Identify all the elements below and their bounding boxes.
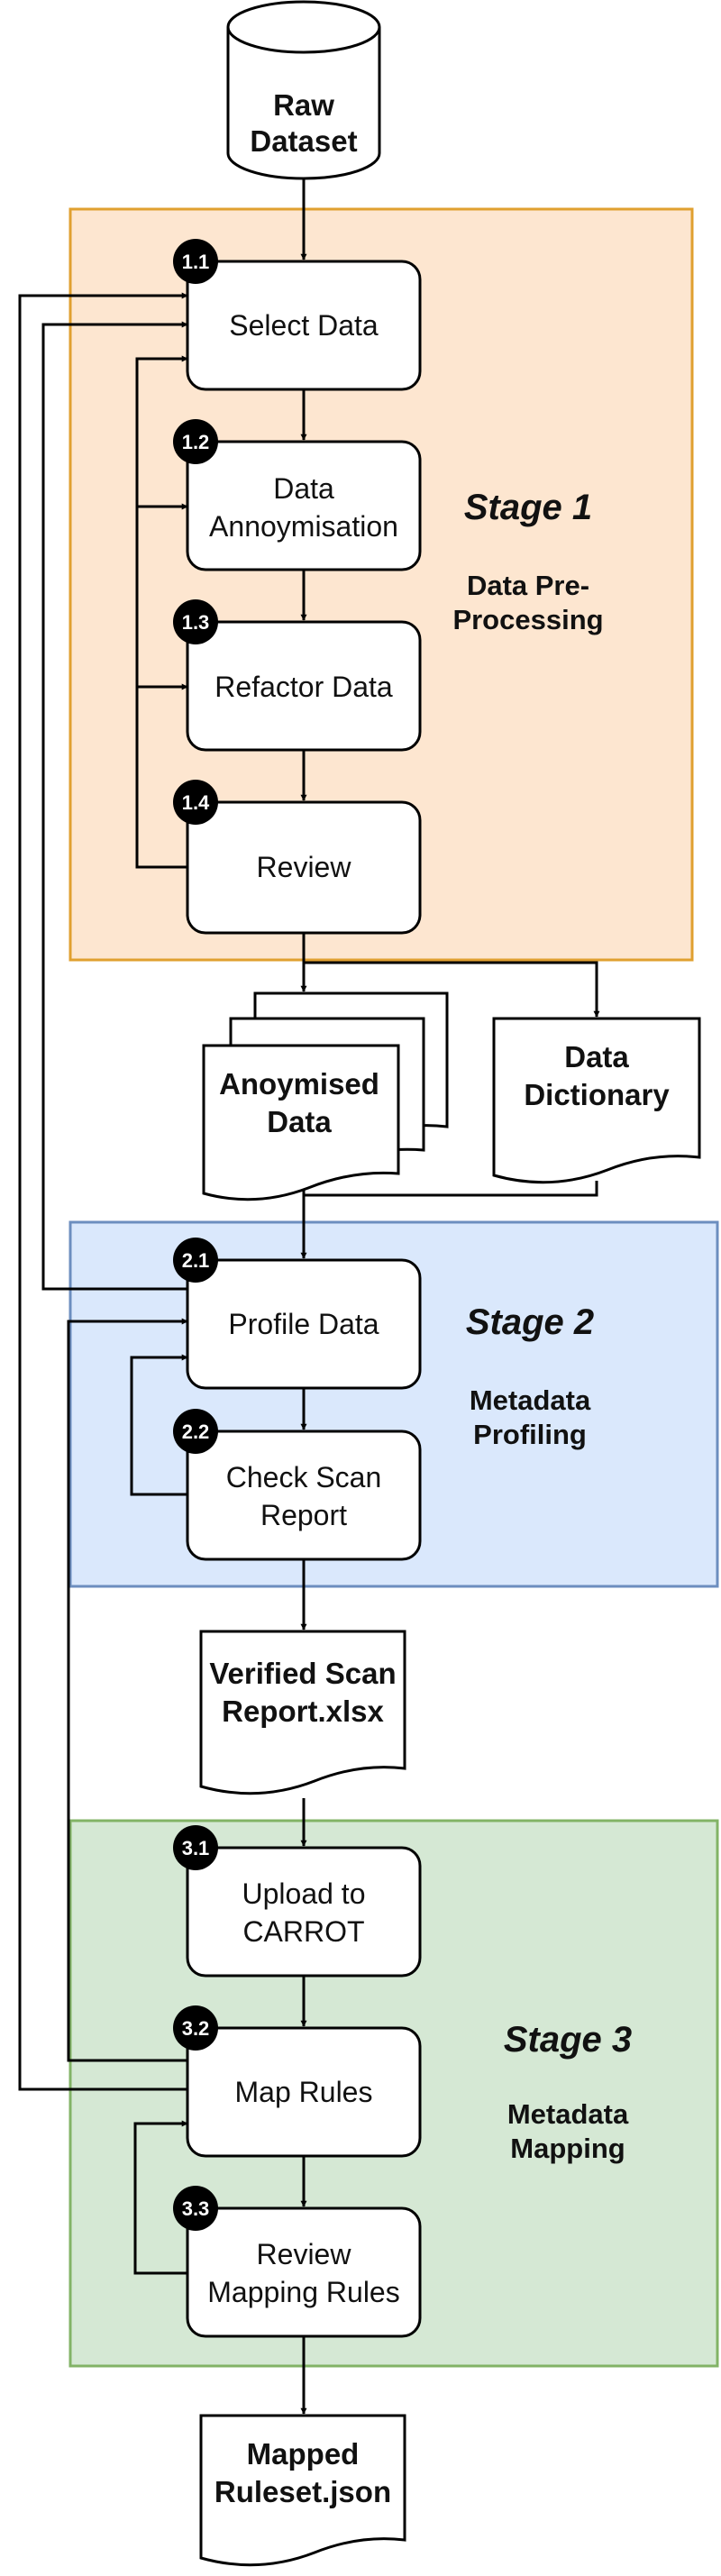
step-badge-label: 3.1 xyxy=(182,1837,210,1859)
stage-1-subtitle-line-2: Processing xyxy=(452,604,603,635)
mapped-ruleset-document: Mapped Ruleset.json xyxy=(199,2414,406,2567)
edge-map-rules-back-to-select xyxy=(18,292,188,2091)
step-badge-label: 2.1 xyxy=(182,1249,210,1272)
step-2-2-check-scan-report[interactable]: Check Scan Report 2.2 xyxy=(173,1409,422,1561)
edge-review-loop-to-select xyxy=(135,355,188,869)
step-label-line-2: Mapping Rules xyxy=(207,2276,399,2308)
step-label: Refactor Data xyxy=(214,671,393,703)
step-badge xyxy=(173,1409,218,1454)
edge-dictionary-to-profile xyxy=(304,1181,598,1197)
stage-1-subtitle-line-1: Data Pre- xyxy=(467,570,589,601)
step-badge-label: 1.4 xyxy=(182,791,210,814)
stage-2-title: Stage 2 xyxy=(466,1302,594,1342)
step-label-line-1: Review xyxy=(257,2238,352,2270)
anonymised-data-document-stack: Anoymised Data xyxy=(202,991,449,1201)
step-label: Select Data xyxy=(229,309,379,342)
step-label: Map Rules xyxy=(235,2076,373,2108)
step-label-line-2: Annoymisation xyxy=(209,510,398,543)
stage-3-subtitle-line-2: Mapping xyxy=(510,2133,625,2164)
step-badge xyxy=(173,2186,218,2231)
stage-2-subtitle-line-1: Metadata xyxy=(470,1384,591,1416)
step-1-4-review[interactable]: Review 1.4 xyxy=(173,780,422,935)
edge-review-mapping-loop-to-map-rules xyxy=(133,2120,188,2275)
document-label-line-2: Data xyxy=(267,1105,332,1138)
edge-check-loop-to-profile xyxy=(130,1354,188,1496)
data-dictionary-document: Data Dictionary xyxy=(492,1017,701,1184)
stage-1-title: Stage 1 xyxy=(464,488,592,527)
stage-2-subtitle-line-2: Profiling xyxy=(473,1419,587,1450)
edge-map-rules-back-to-profile xyxy=(67,1318,188,2062)
step-2-1-profile-data[interactable]: Profile Data 2.1 xyxy=(173,1238,422,1390)
step-badge xyxy=(173,780,218,825)
step-1-1-select-data[interactable]: Select Data 1.1 xyxy=(173,239,422,391)
step-badge-label: 3.2 xyxy=(182,2017,210,2040)
document-label-line-1: Verified Scan xyxy=(209,1657,396,1690)
raw-dataset-datastore: Raw Dataset xyxy=(226,0,381,180)
stage-3-title: Stage 3 xyxy=(504,2020,632,2060)
step-label-line-2: Report xyxy=(260,1499,347,1531)
step-badge xyxy=(173,419,218,464)
verified-scan-report-document: Verified Scan Report.xlsx xyxy=(199,1630,406,1795)
edge-profile-back-to-select xyxy=(41,321,188,1291)
document-label-line-1: Data xyxy=(564,1040,629,1073)
step-1-2-data-annoymisation[interactable]: Data Annoymisation 1.2 xyxy=(173,419,422,571)
step-3-2-map-rules[interactable]: Map Rules 3.2 xyxy=(173,2005,422,2158)
step-label: Profile Data xyxy=(228,1308,379,1340)
step-badge xyxy=(173,1825,218,1870)
step-badge xyxy=(173,239,218,284)
step-label-line-2: CARROT xyxy=(242,1915,364,1948)
step-label-line-1: Data xyxy=(273,472,334,505)
document-label-line-2: Ruleset.json xyxy=(214,2475,391,2508)
step-badge-label: 3.3 xyxy=(182,2197,210,2220)
document-label-line-2: Dictionary xyxy=(524,1078,670,1111)
step-label-line-1: Check Scan xyxy=(226,1461,382,1494)
document-label-line-2: Report.xlsx xyxy=(222,1694,384,1728)
step-badge-label: 1.1 xyxy=(182,251,210,273)
step-badge-label: 1.3 xyxy=(182,611,210,634)
document-label-line-1: Anoymised xyxy=(219,1067,379,1101)
step-label: Review xyxy=(257,851,352,883)
datastore-label-line-1: Raw xyxy=(273,88,334,122)
step-3-1-upload-to-carrot[interactable]: Upload to CARROT 3.1 xyxy=(173,1825,422,1978)
connectors xyxy=(18,178,600,2415)
step-badge-label: 1.2 xyxy=(182,431,210,453)
step-1-3-refactor-data[interactable]: Refactor Data 1.3 xyxy=(173,599,422,752)
step-badge-label: 2.2 xyxy=(182,1420,210,1443)
datastore-label-line-2: Dataset xyxy=(250,124,357,158)
step-3-3-review-mapping-rules[interactable]: Review Mapping Rules 3.3 xyxy=(173,2186,422,2338)
step-badge xyxy=(173,599,218,644)
step-label-line-1: Upload to xyxy=(242,1877,366,1910)
edge-1-4-to-dictionary xyxy=(304,961,600,1018)
step-badge xyxy=(173,2005,218,2051)
step-badge xyxy=(173,1238,218,1283)
document-label-line-1: Mapped xyxy=(247,2437,360,2471)
stage-3-subtitle-line-1: Metadata xyxy=(507,2098,629,2130)
